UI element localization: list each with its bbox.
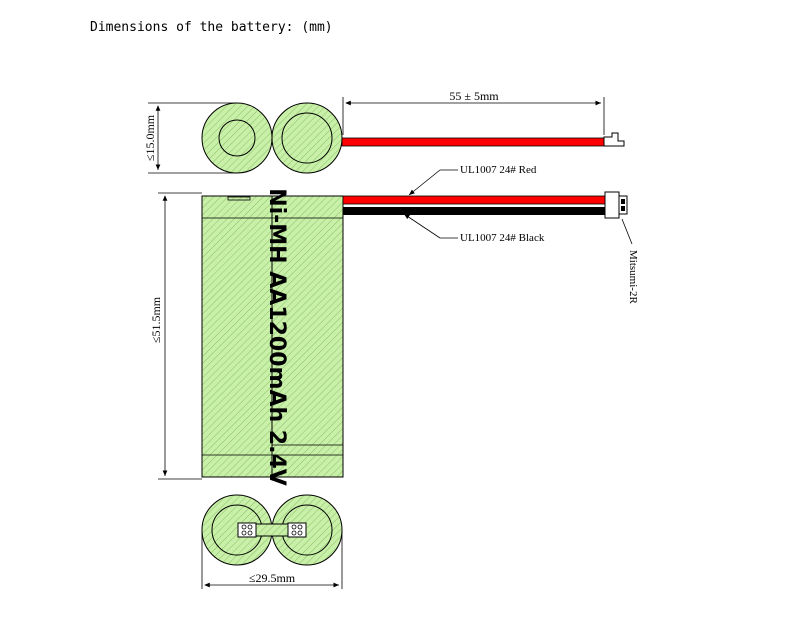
red-wire xyxy=(342,195,606,205)
connector-label: Mitsumi-2R xyxy=(627,250,639,304)
diameter-label: ≤15.0mm xyxy=(143,114,157,161)
width-label: ≤29.5mm xyxy=(249,571,296,585)
wire-labels: UL1007 24# Red UL1007 24# Black Mitsumi-… xyxy=(403,164,639,304)
wire-length-label: 55 ± 5mm xyxy=(449,89,499,103)
height-label: ≤51.5mm xyxy=(149,296,163,343)
top-connector xyxy=(603,132,625,147)
battery-label: Ni-MH AA1200mAh 2.4V xyxy=(264,188,289,486)
front-view: Ni-MH AA1200mAh 2.4V xyxy=(201,188,344,486)
height-dimension: ≤51.5mm xyxy=(149,192,202,480)
bottom-view xyxy=(201,494,343,566)
black-wire xyxy=(343,207,605,215)
front-wires xyxy=(342,191,628,219)
width-dimension: ≤29.5mm xyxy=(201,530,343,589)
diameter-dimension: ≤15.0mm xyxy=(143,102,237,174)
wire-length-dimension: 55 ± 5mm xyxy=(342,89,605,135)
black-wire-label: UL1007 24# Black xyxy=(460,232,545,244)
connector-housing xyxy=(604,191,620,219)
connector-plug xyxy=(618,195,628,215)
page-title: Dimensions of the battery: (mm) xyxy=(90,20,333,35)
top-red-wire xyxy=(341,137,605,147)
red-wire-label: UL1007 24# Red xyxy=(460,164,537,176)
top-view xyxy=(201,102,625,174)
